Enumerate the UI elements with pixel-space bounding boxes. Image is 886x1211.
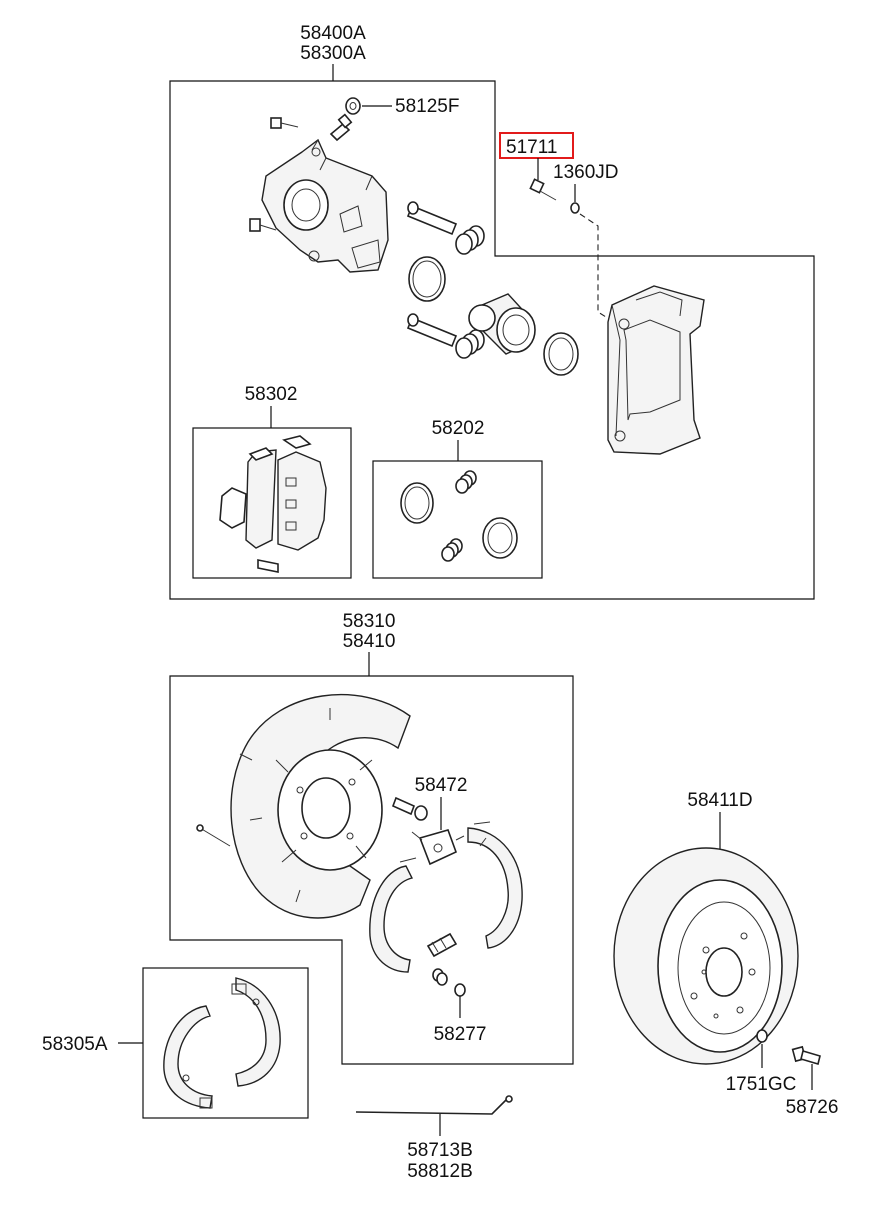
parking-cable xyxy=(355,1099,507,1115)
cable-group: 58713B 58812B xyxy=(355,1095,513,1182)
label-58202[interactable]: 58202 xyxy=(432,418,485,439)
piston xyxy=(468,293,536,355)
shoe-set-group: 58305A xyxy=(42,967,309,1119)
label-58411D[interactable]: 58411D xyxy=(687,790,752,811)
brake-disc xyxy=(613,847,799,1065)
label-58305A[interactable]: 58305A xyxy=(42,1034,108,1055)
label-58400A[interactable]: 58400A xyxy=(300,23,366,44)
label-58302[interactable]: 58302 xyxy=(245,384,298,405)
label-58310[interactable]: 58310 xyxy=(343,611,396,632)
label-58300A[interactable]: 58300A xyxy=(300,43,366,64)
pin-boot-upper xyxy=(455,225,485,255)
guide-pin-lower xyxy=(406,313,458,348)
label-58277[interactable]: 58277 xyxy=(434,1024,487,1045)
strut-spring xyxy=(426,932,458,958)
brake-pads xyxy=(219,435,327,573)
hold-down-pin xyxy=(196,824,231,847)
disc-bolt xyxy=(791,1045,821,1066)
label-51711[interactable]: 51711 xyxy=(506,137,557,158)
caliper-frame xyxy=(169,80,815,600)
adjuster-bolt xyxy=(391,796,428,821)
disc-group: 58411D 1751GC 58726 xyxy=(613,790,839,1118)
guide-pin-upper xyxy=(406,201,458,236)
backing-plate-group: 58310 58410 58472 xyxy=(169,611,574,1065)
adjuster-part xyxy=(411,829,465,866)
seal-kit-parts xyxy=(400,470,518,562)
parking-shoe-right xyxy=(467,821,523,949)
label-58726[interactable]: 58726 xyxy=(786,1097,839,1118)
adjuster-spring xyxy=(432,968,466,997)
shoe-set-parts xyxy=(163,977,281,1109)
label-1360JD[interactable]: 1360JD xyxy=(553,162,619,183)
washer-part xyxy=(570,202,580,214)
dust-boot xyxy=(543,332,579,376)
piston-seal xyxy=(408,256,446,302)
label-1751GC[interactable]: 1751GC xyxy=(726,1074,797,1095)
shoe-set-box xyxy=(142,967,309,1119)
label-58125F[interactable]: 58125F xyxy=(395,96,459,117)
backing-plate xyxy=(230,693,411,919)
bleeder-bolt xyxy=(329,113,353,142)
label-58472[interactable]: 58472 xyxy=(415,775,468,796)
carrier-bracket xyxy=(607,285,705,455)
disc-washer xyxy=(756,1029,768,1043)
seal-kit-box xyxy=(372,460,543,579)
label-58812B[interactable]: 58812B xyxy=(407,1161,473,1182)
caliper-group: 58400A 58300A 58125F xyxy=(169,23,815,600)
backing-plate-frame xyxy=(169,675,574,1065)
label-58713B[interactable]: 58713B xyxy=(407,1140,473,1161)
highlight-box-51711 xyxy=(499,132,574,159)
label-58410[interactable]: 58410 xyxy=(343,631,396,652)
pin-boot-lower xyxy=(455,329,485,359)
carrier-bolt xyxy=(529,178,557,201)
caliper-body xyxy=(261,138,389,273)
guide-bolt-lower xyxy=(249,218,277,232)
assembly-line xyxy=(579,213,615,323)
cable-end xyxy=(505,1095,513,1103)
parking-shoe-left xyxy=(369,857,417,973)
nut-part xyxy=(345,97,361,115)
pad-kit-box xyxy=(192,427,352,579)
guide-bolt-upper xyxy=(270,117,299,129)
